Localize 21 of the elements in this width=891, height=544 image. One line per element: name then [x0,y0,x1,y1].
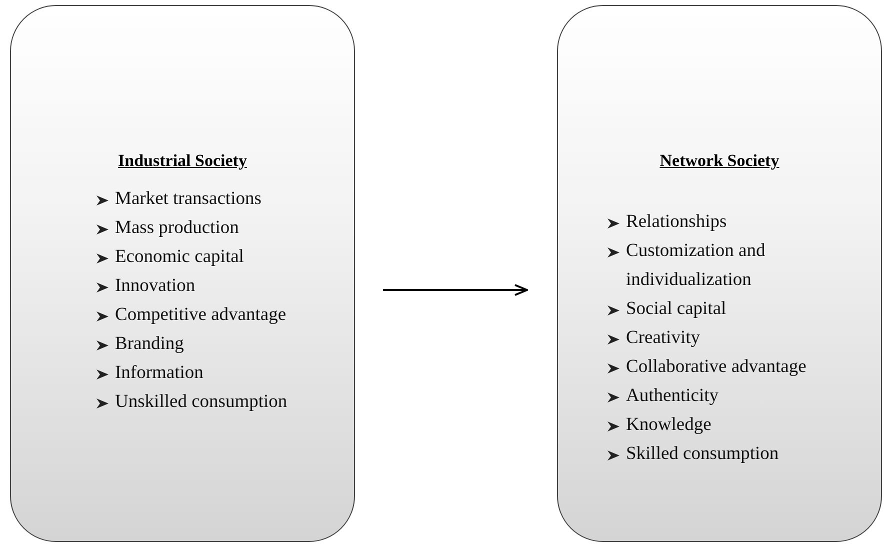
list-item: Customization and individualization [626,241,766,290]
box-heading: Industrial Society [117,151,248,171]
list-item: Unskilled consumption [115,392,288,412]
list-item: Branding [115,334,184,354]
box-heading: Network Society [658,151,780,171]
list-item: Innovation [115,276,196,296]
list-item: Economic capital [115,247,244,267]
list-item: Social capital [626,299,726,319]
list-item: Competitive advantage [115,305,286,325]
list-item: Authenticity [626,386,718,406]
list-item: Information [115,363,204,383]
rounded-box [10,5,355,542]
rounded-box [557,5,882,542]
list-item: Skilled consumption [626,444,779,464]
arrow [383,284,528,296]
list-item: Relationships [626,212,727,232]
list-item: Mass production [115,218,239,238]
list-item: Knowledge [626,415,712,435]
list-item: Collaborative advantage [626,357,806,377]
list-item: Creativity [626,328,700,348]
list-item: Market transactions [115,189,262,209]
